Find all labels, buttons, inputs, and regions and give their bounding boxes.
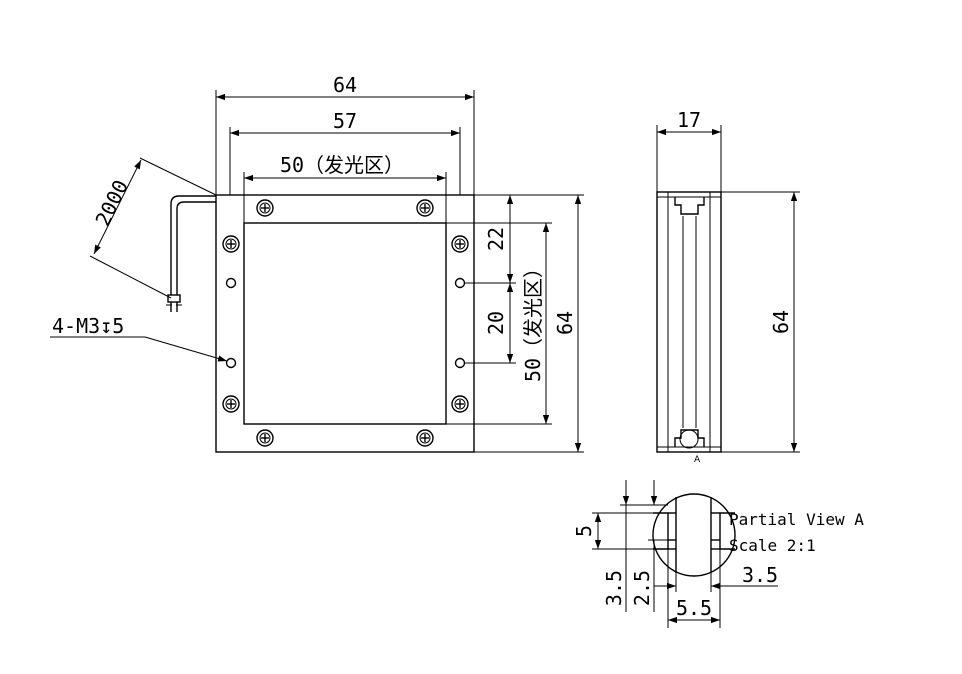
thread-hole (454, 357, 466, 369)
screw-icon (222, 235, 240, 253)
dim-thickness: 17 (677, 108, 701, 132)
dim-pitch-top: 22 (484, 227, 508, 251)
detail-a-circle (679, 429, 699, 449)
dim-left-a: 3.5 (602, 570, 626, 606)
dim-cable-length: 2000 (90, 176, 133, 230)
view-marker-a: A (694, 455, 701, 465)
thread-spec: 4-M3↧5 (52, 314, 124, 338)
screw-icon (416, 199, 434, 217)
dim-emit-height: 50（发光区） (521, 258, 545, 382)
screw-icon (451, 235, 469, 253)
dim-line-cable (93, 159, 142, 255)
dim-pitch-mid: 20 (484, 311, 508, 335)
side-outline (656, 191, 722, 453)
dim-width-screw: 57 (333, 109, 357, 133)
cable (170, 195, 216, 295)
dim-bottom: 5.5 (676, 596, 712, 620)
panel-outline (215, 194, 475, 453)
dim-slot: 5 (572, 525, 596, 537)
partial-view-scale: Scale 2:1 (729, 536, 816, 555)
side-view: A 17 64 (656, 108, 800, 465)
partial-view-title: Partial View A (729, 510, 864, 529)
detail-circle (652, 493, 736, 577)
screw-icon (451, 395, 469, 413)
partial-view: 5 3.5 2.5 5.5 3.5 Partial View A Scale 2… (572, 480, 864, 628)
screw-icon (256, 199, 274, 217)
screw-icon (416, 429, 434, 447)
thread-hole (225, 277, 237, 289)
screw-icon (222, 395, 240, 413)
dim-width-overall: 64 (333, 73, 357, 97)
dim-left-b: 2.5 (630, 570, 654, 606)
slot-profile (653, 512, 669, 550)
thread-hole (454, 277, 466, 289)
dim-height-overall: 64 (553, 311, 577, 335)
dim-right: 3.5 (742, 563, 778, 587)
screw-icon (256, 429, 274, 447)
dim-side-height: 64 (769, 310, 793, 334)
emit-area (243, 222, 447, 425)
thread-hole (225, 357, 237, 369)
front-view: 64 57 50（发光区） 2000 4-M3↧5 22 20 50（发光区） … (50, 73, 584, 453)
dim-emit-width: 50（发光区） (280, 153, 404, 177)
cable-plug (167, 294, 181, 303)
